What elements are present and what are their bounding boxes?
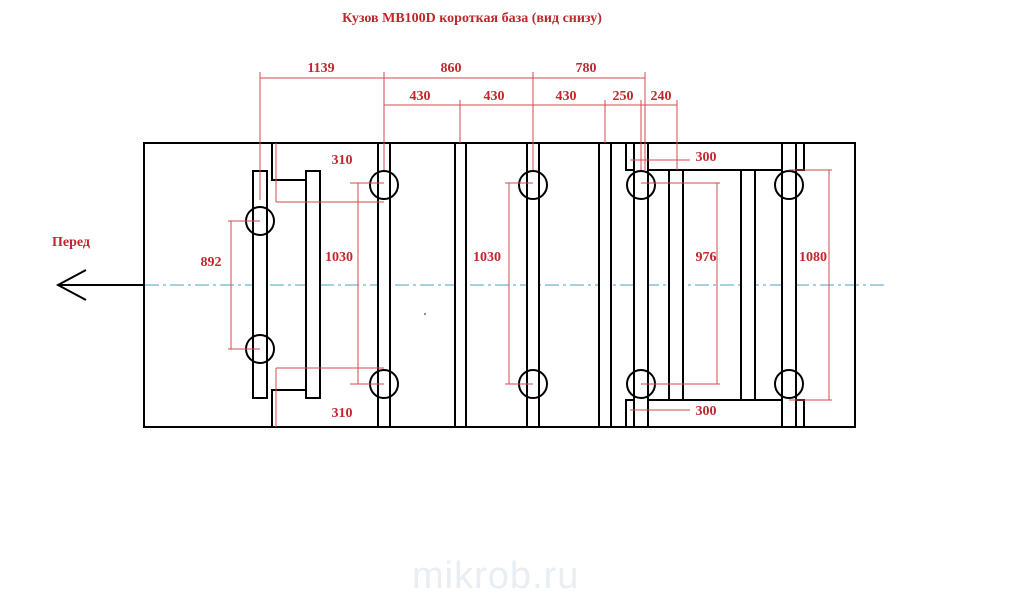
- mount-hole: [774, 369, 804, 399]
- rear-side-rail-bottom: [625, 399, 805, 428]
- dimension-label: 1080: [799, 250, 827, 265]
- dimension-label: 310: [332, 406, 353, 421]
- mount-hole: [518, 170, 548, 200]
- dimension-label: 300: [696, 404, 717, 419]
- dimension-label: 430: [410, 89, 431, 104]
- dimension-label: 1030: [473, 250, 501, 265]
- crossmember-2: [305, 170, 321, 399]
- body-outline: [143, 142, 856, 428]
- front-bracket-top: [271, 143, 306, 181]
- crossmember-10: [781, 142, 797, 428]
- drawing-title: Кузов MB100D короткая база (вид снизу): [342, 11, 602, 26]
- rear-side-rail-top: [625, 142, 805, 171]
- crossmember-4: [454, 142, 467, 428]
- front-arrow-icon: [55, 269, 144, 301]
- dimension-label: 300: [696, 150, 717, 165]
- dimension-label: 976: [696, 250, 717, 265]
- center-dot: [424, 313, 426, 315]
- dimension-lines: [228, 72, 832, 427]
- dimension-label: 892: [201, 255, 222, 270]
- dimension-label: 1030: [325, 250, 353, 265]
- crossmember-6: [598, 142, 612, 428]
- dimension-label: 430: [556, 89, 577, 104]
- dimension-label: 1139: [307, 61, 334, 76]
- dimension-label: 250: [613, 89, 634, 104]
- front-label: Перед: [52, 235, 90, 250]
- mount-hole: [369, 170, 399, 200]
- crossmember-9: [740, 169, 756, 401]
- front-bracket-bottom: [271, 389, 306, 427]
- dimension-label: 430: [484, 89, 505, 104]
- dimension-label: 780: [576, 61, 597, 76]
- dimension-label: 240: [651, 89, 672, 104]
- dimension-label: 310: [332, 153, 353, 168]
- crossmember-8: [668, 169, 684, 401]
- mount-hole: [774, 170, 804, 200]
- mount-hole: [626, 170, 656, 200]
- dimension-label: 860: [441, 61, 462, 76]
- watermark: mikrob.ru: [412, 555, 579, 595]
